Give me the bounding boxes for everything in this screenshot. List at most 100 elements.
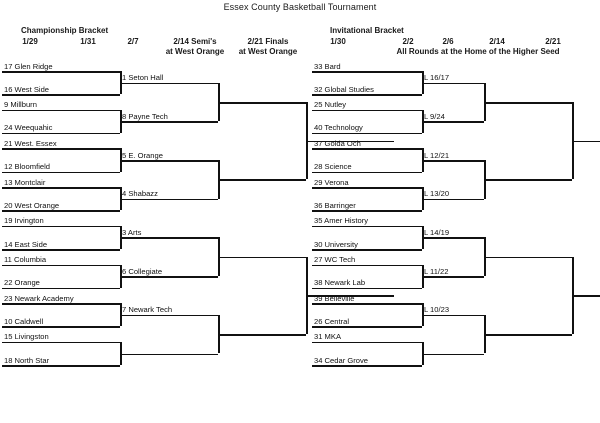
inv-r2-line-3 xyxy=(422,198,484,201)
champ-r1-team-0: 17 Glen Ridge xyxy=(4,61,53,71)
inv-r1-line-10 xyxy=(312,264,422,267)
invitational-col-date-4: 2/14 xyxy=(489,37,505,46)
champ-r2-line-1 xyxy=(120,121,218,123)
champ-r1-team-12: 23 Newark Academy xyxy=(4,293,74,303)
inv-r1-team-0: 33 Bard xyxy=(314,61,341,71)
champ-r2-bridge-2 xyxy=(218,237,220,277)
champ-r4-line-1 xyxy=(306,295,394,298)
inv-r1-team-2: 25 Nutley xyxy=(314,100,347,110)
inv-r1-bridge-7 xyxy=(422,341,424,366)
champ-r1-line-1 xyxy=(2,94,120,96)
inv-r1-line-11 xyxy=(312,287,422,290)
champ-r1-team-14: 15 Livingston xyxy=(4,332,49,342)
inv-r1-line-0 xyxy=(312,71,422,73)
championship-col-date-2: 1/31 xyxy=(80,37,96,46)
inv-r1-team-1: 32 Global Studies xyxy=(314,84,374,94)
champ-r1-line-10 xyxy=(2,264,120,267)
inv-r1-team-13: 26 Central xyxy=(314,316,350,326)
inv-r1-line-9 xyxy=(312,249,422,251)
inv-r2-line-0 xyxy=(422,82,484,85)
champ-r2-line-6 xyxy=(120,314,218,317)
champ-r1-line-8 xyxy=(2,225,120,228)
invitational-note: All Rounds at the Home of the Higher See… xyxy=(396,47,560,56)
champ-r1-team-9: 14 East Side xyxy=(4,239,48,249)
inv-r4-line-1 xyxy=(572,295,600,298)
inv-r1-team-4: 37 Golda Och xyxy=(314,138,361,148)
champ-r1-team-1: 16 West Side xyxy=(4,84,50,94)
inv-r1-team-10: 27 WC Tech xyxy=(314,255,356,264)
inv-r1-line-5 xyxy=(312,171,422,174)
championship-col-date-1: 1/29 xyxy=(22,37,38,46)
champ-r1-line-5 xyxy=(2,171,120,174)
champ-r2-team-0: 1 Seton Hall xyxy=(122,73,164,83)
inv-r2-line-6 xyxy=(422,314,484,317)
champ-r2-team-3: 4 Shabazz xyxy=(122,189,158,199)
inv-r2-line-2 xyxy=(422,160,484,162)
champ-r1-team-13: 10 Caldwell xyxy=(4,316,44,326)
champ-r2-team-5: 6 Collegiate xyxy=(122,266,163,276)
champ-r2-line-7 xyxy=(120,353,218,356)
champ-r1-team-3: 24 Weequahic xyxy=(4,123,53,133)
inv-r3-line-1 xyxy=(484,179,572,181)
champ-r3-line-3 xyxy=(218,334,306,336)
inv-r2-team-0: L 16/17 xyxy=(424,73,450,83)
champ-r1-line-4 xyxy=(2,148,120,150)
inv-r3-line-3 xyxy=(484,334,572,336)
champ-r2-line-0 xyxy=(120,82,218,85)
inv-r1-line-7 xyxy=(312,210,422,212)
inv-r1-line-8 xyxy=(312,225,422,228)
champ-r1-team-8: 19 Irvington xyxy=(4,216,44,226)
inv-r4-line-0 xyxy=(572,140,600,143)
champ-r2-line-3 xyxy=(120,198,218,201)
inv-r1-team-14: 31 MKA xyxy=(314,332,342,342)
champ-r3-line-2 xyxy=(218,256,306,259)
inv-r1-team-11: 38 Newark Lab xyxy=(314,278,366,288)
champ-r1-team-7: 20 West Orange xyxy=(4,200,60,210)
champ-r2-line-2 xyxy=(120,160,218,162)
inv-r1-team-6: 29 Verona xyxy=(314,177,349,187)
champ-r1-line-9 xyxy=(2,249,120,251)
inv-r3-line-0 xyxy=(484,101,572,104)
champ-r1-bridge-2 xyxy=(120,148,122,172)
champ-r1-line-6 xyxy=(2,187,120,189)
champ-r1-team-11: 22 Orange xyxy=(4,278,40,288)
invitational-col-date-2: 2/2 xyxy=(402,37,414,46)
inv-r2-team-5: L 11/22 xyxy=(424,266,449,276)
inv-r2-team-4: L 14/19 xyxy=(424,227,450,237)
championship-col-sub-5: at West Orange xyxy=(238,47,298,56)
inv-r2-line-5 xyxy=(422,276,484,278)
championship-col-date-5: 2/21 Finals xyxy=(247,37,289,46)
champ-r3-line-1 xyxy=(218,179,306,181)
champ-r1-team-15: 18 North Star xyxy=(4,355,50,365)
champ-r1-line-2 xyxy=(2,109,120,112)
invitational-col-date-5: 2/21 xyxy=(545,37,561,46)
inv-r2-team-3: L 13/20 xyxy=(424,189,450,199)
inv-r2-line-7 xyxy=(422,353,484,356)
inv-r1-team-3: 40 Technology xyxy=(314,123,363,133)
inv-r1-team-5: 28 Science xyxy=(314,162,352,172)
champ-r1-line-7 xyxy=(2,210,120,212)
inv-r1-team-15: 34 Cedar Grove xyxy=(314,355,369,365)
champ-r1-team-2: 9 Millburn xyxy=(4,100,37,110)
inv-r1-bridge-2 xyxy=(422,148,424,172)
inv-r2-team-2: L 12/21 xyxy=(424,150,450,160)
inv-r1-line-3 xyxy=(312,132,422,135)
champ-r2-line-5 xyxy=(120,276,218,278)
invitational-col-date-3: 2/6 xyxy=(442,37,454,46)
inv-r1-line-2 xyxy=(312,109,422,112)
champ-r2-team-4: 3 Arts xyxy=(122,227,142,237)
inv-r2-line-1 xyxy=(422,121,484,123)
inv-r1-team-7: 36 Barringer xyxy=(314,200,356,210)
invitational-bracket-heading: Invitational Bracket xyxy=(330,26,404,35)
inv-r1-line-1 xyxy=(312,94,422,96)
inv-r2-team-1: L 9/24 xyxy=(424,111,445,121)
champ-r2-team-6: 7 Newark Tech xyxy=(122,305,173,315)
inv-r1-team-12: 39 Belleville xyxy=(314,293,355,303)
champ-r1-team-5: 12 Bloomfield xyxy=(4,162,51,172)
champ-r1-team-4: 21 West. Essex xyxy=(4,138,57,148)
champ-r1-line-0 xyxy=(2,71,120,73)
inv-r1-line-4 xyxy=(312,148,422,150)
inv-r2-bridge-2 xyxy=(484,237,486,277)
champ-r1-bridge-7 xyxy=(120,341,122,366)
inv-r1-bridge-1 xyxy=(422,109,424,133)
